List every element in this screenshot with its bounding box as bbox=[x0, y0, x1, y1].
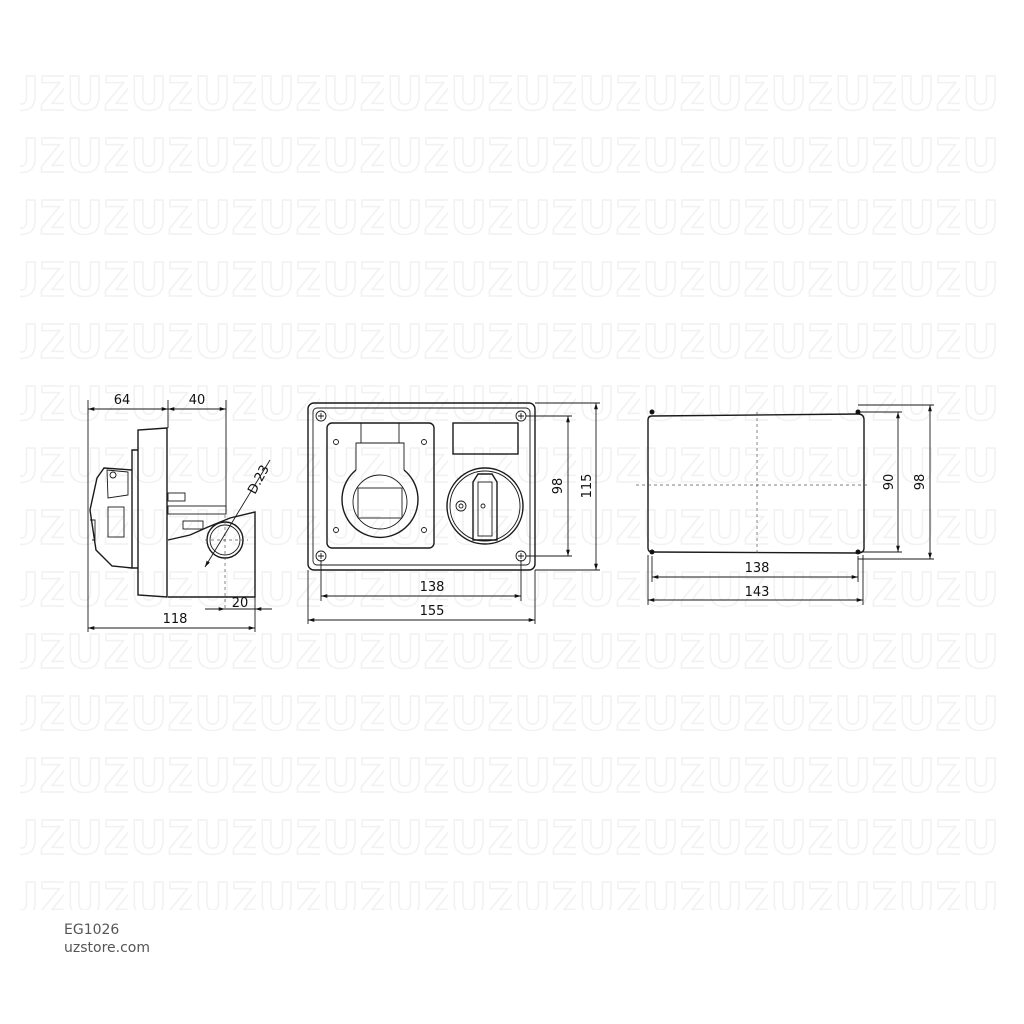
dim-40: 40 bbox=[189, 393, 206, 408]
dim-118: 118 bbox=[163, 612, 188, 627]
product-code: EG1026 bbox=[64, 922, 120, 938]
front-view: 98 115 138 155 bbox=[307, 402, 600, 624]
side-view: 64 40 D.23 20 118 bbox=[87, 393, 273, 632]
dim-115: 115 bbox=[580, 474, 595, 499]
dim-138: 138 bbox=[420, 580, 445, 595]
dim-155: 155 bbox=[420, 604, 445, 619]
dim-20: 20 bbox=[232, 596, 249, 611]
mounting-view: 90 98 138 143 bbox=[636, 404, 934, 605]
dim-98: 98 bbox=[913, 474, 928, 491]
watermark-pattern bbox=[20, 50, 1000, 910]
footer: EG1026 uzstore.com bbox=[64, 921, 150, 957]
dim-64: 64 bbox=[114, 393, 131, 408]
dim-138: 138 bbox=[745, 561, 770, 576]
dim-90: 90 bbox=[882, 474, 897, 491]
website-link[interactable]: uzstore.com bbox=[64, 940, 150, 956]
dim-98: 98 bbox=[551, 478, 566, 495]
dim-143: 143 bbox=[745, 585, 770, 600]
